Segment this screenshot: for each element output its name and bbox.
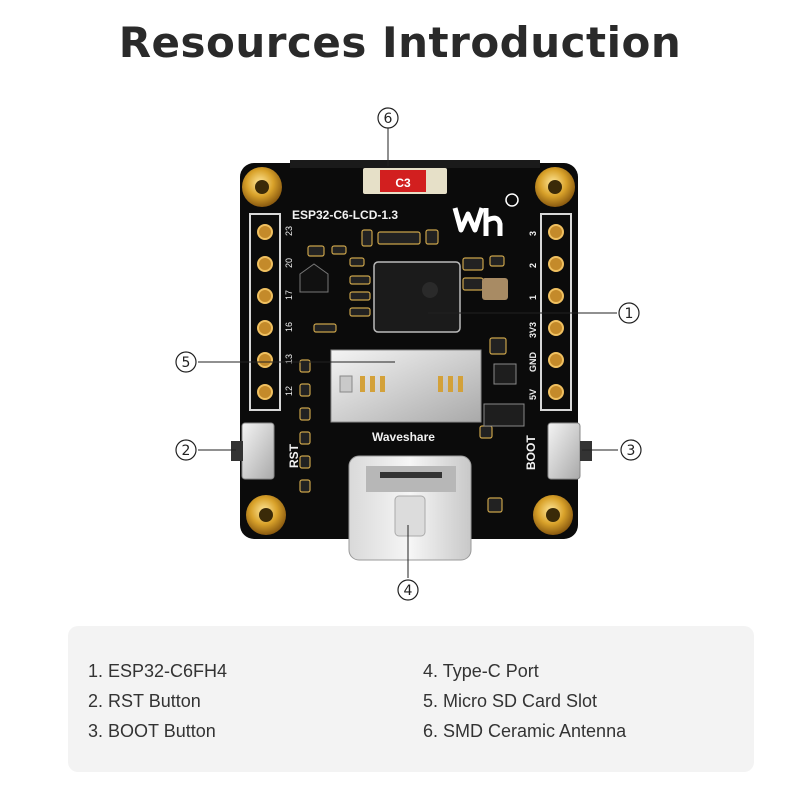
mosfets (483, 363, 525, 427)
left-pin-header: 23 20 17 16 13 12 (249, 213, 294, 411)
regulator (299, 263, 329, 293)
pin-label: 17 (284, 290, 294, 300)
legend-item: 3. BOOT Button (88, 721, 216, 741)
rst-button[interactable] (231, 422, 275, 480)
legend-item: 5. Micro SD Card Slot (423, 691, 598, 711)
board-model-label: ESP32-C6-LCD-1.3 (292, 208, 398, 222)
legend-column-left: 1. ESP32-C6FH4 2. RST Button 3. BOOT But… (88, 656, 227, 746)
pin-label: 16 (284, 322, 294, 332)
legend-item: 4. Type-C Port (423, 661, 539, 681)
callout-number: 5 (182, 355, 191, 371)
callout-5: 5 (175, 351, 197, 373)
pin-label: 2 (528, 263, 538, 268)
callout-4: 4 (397, 579, 419, 601)
pin-label: GND (528, 352, 538, 373)
boot-label: BOOT (524, 435, 538, 470)
callout-1: 1 (618, 302, 640, 324)
rst-label: RST (287, 443, 301, 468)
ceramic-antenna: C3 (363, 168, 447, 194)
legend-item: 1. ESP32-C6FH4 (88, 661, 228, 681)
pin-label: 20 (284, 258, 294, 268)
callout-markers: 6 1 5 2 3 4 (175, 107, 642, 601)
callout-3: 3 (620, 439, 642, 461)
pin-label: 1 (528, 295, 538, 300)
mounting-holes (242, 167, 575, 535)
pin-label: 5V (528, 389, 538, 400)
waveshare-logo (452, 193, 519, 236)
right-pin-header: 3 2 1 3V3 GND 5V (528, 213, 572, 411)
pin-label: 12 (284, 386, 294, 396)
callout-number: 4 (404, 583, 413, 599)
esp32-chip (373, 261, 461, 333)
callout-number: 3 (627, 443, 636, 459)
legend-item: 2. RST Button (88, 691, 201, 711)
callout-2: 2 (175, 439, 197, 461)
page-title: Resources Introduction (118, 18, 682, 67)
sd-card-slot (330, 349, 482, 423)
legend-column-right: 4. Type-C Port 5. Micro SD Card Slot 6. … (423, 656, 626, 746)
callout-6: 6 (377, 107, 399, 129)
smd-components (299, 229, 507, 513)
usb-c-port (348, 455, 472, 561)
pin-label: 3 (528, 231, 538, 236)
antenna-label: C3 (395, 176, 411, 190)
boot-button[interactable] (547, 422, 592, 480)
board-diagram: C3 ESP32-C6-LCD-1.3 23 20 17 16 13 12 (175, 107, 642, 601)
legend-item: 6. SMD Ceramic Antenna (423, 721, 627, 741)
pin-label: 13 (284, 354, 294, 364)
callout-number: 1 (625, 306, 634, 322)
brand-silkscreen: Waveshare (372, 430, 435, 444)
callout-number: 6 (384, 111, 393, 127)
pin-label: 23 (284, 226, 294, 236)
callout-number: 2 (182, 443, 191, 459)
crystal (482, 278, 508, 300)
callout-lines (198, 128, 618, 578)
pin-label: 3V3 (528, 322, 538, 338)
legend-panel: 1. ESP32-C6FH4 2. RST Button 3. BOOT But… (68, 626, 754, 772)
